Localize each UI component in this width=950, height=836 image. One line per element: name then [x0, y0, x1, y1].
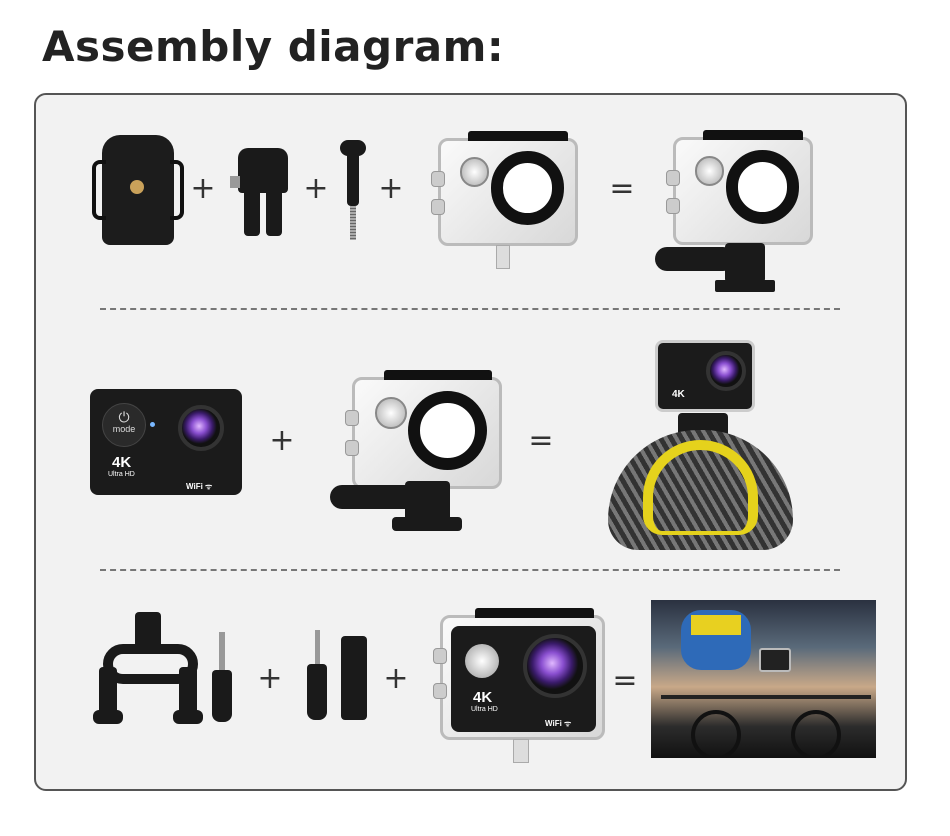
resolution-label: 4K [672, 389, 685, 400]
resolution-label: 4K [112, 454, 132, 471]
resolution-sub-label: Ultra HD [108, 471, 135, 478]
page-title: Assembly diagram: [42, 22, 505, 71]
wifi-label: WiFi ᯤ [186, 482, 213, 491]
handlebar-mount [93, 612, 243, 727]
plus-sign: + [383, 661, 409, 696]
equals-sign: = [609, 171, 635, 206]
plus-sign: + [378, 171, 404, 206]
waterproof-housing [431, 131, 578, 269]
resolution-label: 4K [473, 689, 493, 706]
resolution-sub-label: Ultra HD [471, 706, 498, 713]
equals-sign: = [612, 663, 638, 698]
plus-sign: + [269, 423, 295, 458]
thumb-screw [340, 140, 366, 240]
action-camera: ⏻ mode 4K Ultra HD WiFi ᯤ [90, 389, 242, 495]
housing-with-mount [330, 365, 510, 535]
plus-sign: + [257, 661, 283, 696]
row-divider [100, 308, 840, 310]
equals-sign: = [528, 423, 554, 458]
housing-with-mount [655, 125, 815, 300]
flat-adhesive-mount [92, 135, 184, 245]
camera-in-housing: 4K Ultra HD WiFi ᯤ [433, 608, 605, 763]
extension-arm-and-screw [305, 630, 371, 725]
plus-sign: + [190, 171, 216, 206]
row-divider [100, 569, 840, 571]
buckle-mount [230, 148, 296, 236]
plus-sign: + [303, 171, 329, 206]
wifi-label: WiFi ᯤ [545, 719, 572, 728]
cyclist-photo [651, 600, 876, 758]
helmet-with-camera: 4K [608, 335, 793, 550]
mode-label: mode [112, 424, 136, 434]
